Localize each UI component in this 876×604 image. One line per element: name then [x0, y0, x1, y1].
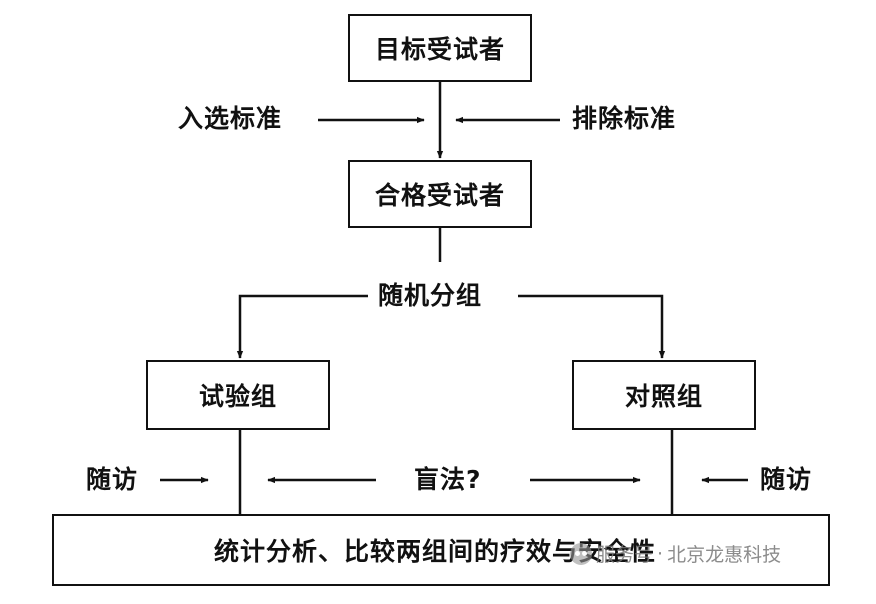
label-blinding: 盲法? — [414, 465, 482, 495]
watermark-separator: · — [657, 542, 664, 565]
wechat-icon — [570, 542, 592, 565]
label-inclusion-criteria: 入选标准 — [178, 104, 283, 134]
label-followup-right: 随访 — [760, 465, 813, 495]
watermark-org-name: 北京龙惠科技 — [667, 544, 782, 566]
label-exclusion-criteria: 排除标准 — [572, 104, 677, 134]
node-control-group: 对照组 — [572, 360, 756, 430]
arrow-random-to-trial — [236, 294, 368, 359]
watermark: 服务号 · 北京龙惠科技 — [570, 540, 781, 567]
label-followup-left: 随访 — [86, 465, 139, 495]
arrow-random-to-control — [518, 294, 666, 359]
label-randomization: 随机分组 — [378, 281, 483, 311]
node-qualified-subjects: 合格受试者 — [348, 160, 532, 228]
node-trial-group: 试验组 — [146, 360, 330, 430]
node-statistical-analysis: 统计分析、比较两组间的疗效与安全性 — [52, 514, 830, 586]
watermark-service-label: 服务号 — [596, 544, 654, 566]
node-target-subjects: 目标受试者 — [348, 14, 532, 82]
